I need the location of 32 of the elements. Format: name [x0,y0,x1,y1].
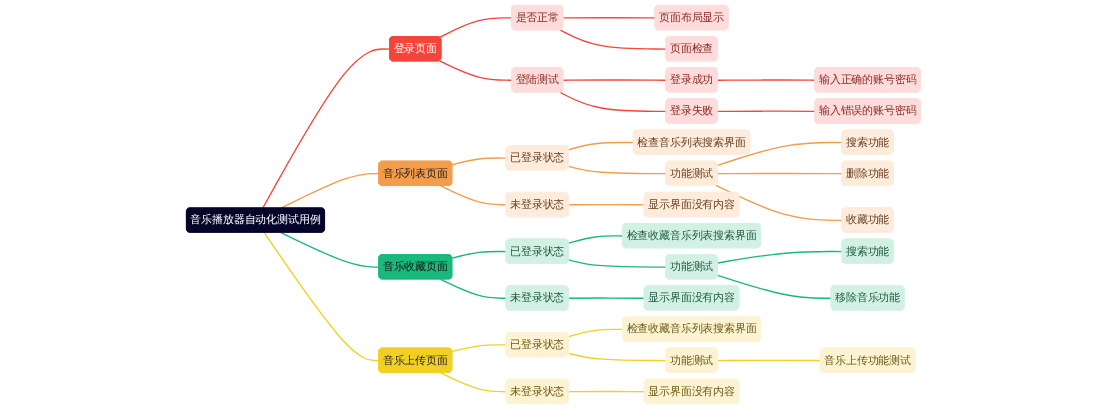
connector [567,141,634,151]
connector [559,29,667,50]
connector [567,352,667,362]
connector [438,17,513,38]
connector [279,231,380,268]
connector [439,372,507,393]
connector [451,344,507,353]
connector [716,110,816,113]
connector [716,250,843,264]
connector [438,60,513,81]
connector [439,278,507,299]
connector [263,231,380,362]
connector [439,185,507,206]
connector [567,259,667,268]
connector [261,48,391,209]
connector [716,141,843,167]
connector [567,390,645,393]
connector [716,274,832,299]
connector [716,79,816,81]
connector [567,235,624,244]
connector [567,165,667,175]
connector [451,250,507,259]
connector [716,359,821,362]
connector [567,297,645,299]
connector [559,91,667,113]
connector [562,17,656,19]
connector [451,157,507,166]
connector [716,172,843,175]
connector [567,328,624,338]
connector [562,79,667,81]
connector [714,184,843,222]
connector [567,203,645,206]
